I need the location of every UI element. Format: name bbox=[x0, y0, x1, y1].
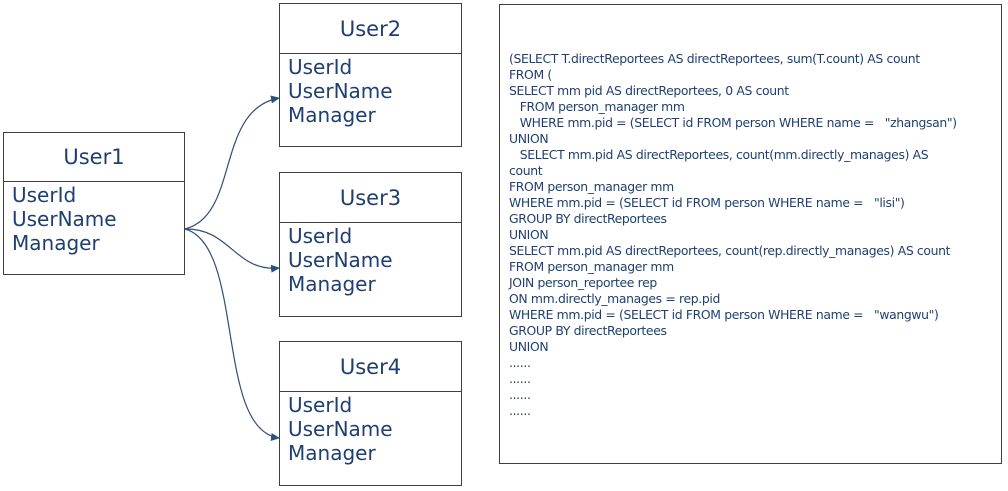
entity-box-user4: User4 UserId UserName Manager bbox=[279, 341, 462, 486]
sql-line: count bbox=[509, 163, 543, 178]
sql-line: SELECT mm.pid AS directReportees, count(… bbox=[509, 243, 951, 258]
entity-field: UserName bbox=[288, 248, 393, 272]
sql-line: SELECT mm pid AS directReportees, 0 AS c… bbox=[509, 83, 789, 98]
entity-field: UserName bbox=[288, 417, 393, 441]
sql-line: SELECT mm.pid AS directReportees, count(… bbox=[509, 147, 929, 162]
sql-line: WHERE mm.pid = (SELECT id FROM person WH… bbox=[509, 115, 957, 130]
entity-field: UserName bbox=[12, 207, 117, 231]
entity-title: User4 bbox=[280, 342, 461, 392]
entity-field: UserId bbox=[12, 183, 77, 207]
entity-fields: UserId UserName Manager bbox=[280, 54, 461, 127]
entity-field: UserId bbox=[288, 393, 353, 417]
connector-user1-user4 bbox=[184, 228, 280, 441]
entity-title: User3 bbox=[280, 173, 461, 223]
entity-title: User2 bbox=[280, 4, 461, 54]
sql-code-panel: (SELECT T.directReportees AS directRepor… bbox=[499, 4, 1002, 464]
sql-line: ...... bbox=[509, 355, 531, 370]
sql-line: GROUP BY directReportees bbox=[509, 323, 667, 338]
sql-line: WHERE mm.pid = (SELECT id FROM person WH… bbox=[509, 307, 939, 322]
entity-field: Manager bbox=[288, 103, 376, 127]
sql-line: (SELECT T.directReportees AS directRepor… bbox=[509, 51, 920, 66]
sql-line: WHERE mm.pid = (SELECT id FROM person WH… bbox=[509, 195, 905, 210]
sql-line: ...... bbox=[509, 371, 531, 386]
connector-user1-user2 bbox=[184, 95, 280, 230]
entity-field: Manager bbox=[288, 441, 376, 465]
entity-field: UserId bbox=[288, 55, 353, 79]
sql-line: FROM ( bbox=[509, 67, 552, 82]
sql-line: FROM person_manager mm bbox=[509, 259, 674, 274]
connector-user1-user3 bbox=[184, 228, 280, 273]
entity-fields: UserId UserName Manager bbox=[280, 392, 461, 465]
sql-line: UNION bbox=[509, 131, 549, 146]
sql-line: UNION bbox=[509, 339, 549, 354]
entity-field: UserId bbox=[288, 224, 353, 248]
entity-field: UserName bbox=[288, 79, 393, 103]
sql-line: UNION bbox=[509, 227, 549, 242]
entity-box-user3: User3 UserId UserName Manager bbox=[279, 172, 462, 317]
sql-line: GROUP BY directReportees bbox=[509, 211, 667, 226]
sql-line: ON mm.directly_manages = rep.pid bbox=[509, 291, 720, 306]
entity-box-user2: User2 UserId UserName Manager bbox=[279, 3, 462, 147]
sql-line: FROM person_manager mm bbox=[509, 99, 685, 114]
sql-line: JOIN person_reportee rep bbox=[509, 275, 657, 290]
sql-line: ...... bbox=[509, 387, 531, 402]
sql-line: ...... bbox=[509, 403, 531, 418]
entity-field: Manager bbox=[288, 272, 376, 296]
entity-title: User1 bbox=[4, 133, 184, 182]
entity-field: Manager bbox=[12, 231, 100, 255]
entity-fields: UserId UserName Manager bbox=[280, 223, 461, 296]
entity-fields: UserId UserName Manager bbox=[4, 182, 184, 255]
entity-box-user1: User1 UserId UserName Manager bbox=[3, 132, 185, 275]
sql-line: FROM person_manager mm bbox=[509, 179, 674, 194]
